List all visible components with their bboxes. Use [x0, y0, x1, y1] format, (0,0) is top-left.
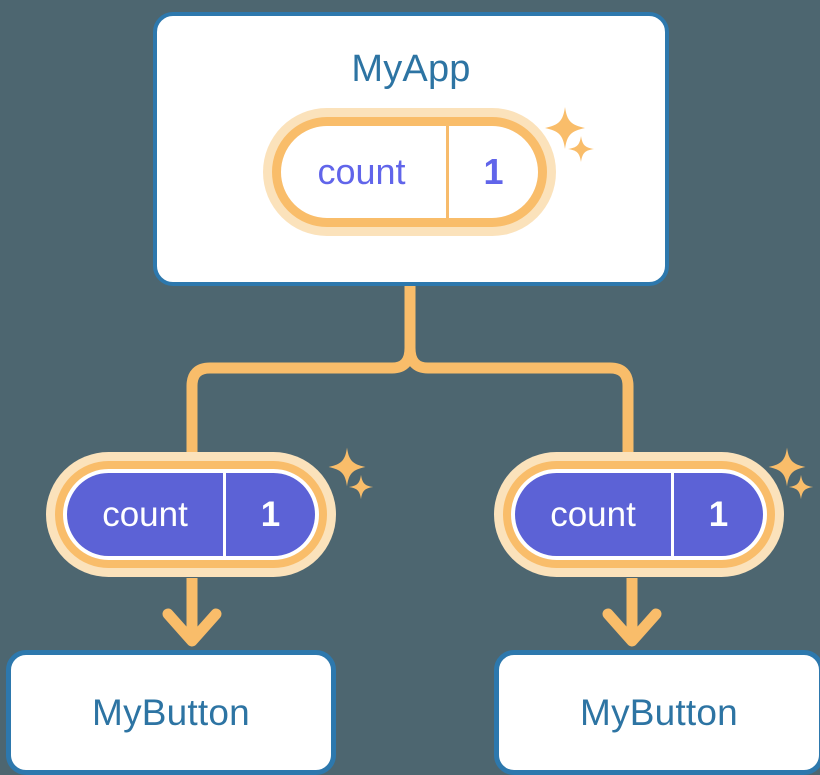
page-title: MyApp [351, 48, 471, 90]
state-key-label: count [550, 495, 636, 534]
state-pill-body: count 1 [67, 473, 315, 556]
state-value-label: 1 [223, 473, 315, 556]
state-value-label: 1 [446, 126, 538, 218]
state-pill-inner: count 1 [503, 461, 775, 568]
state-pill-inner: count 1 [55, 461, 327, 568]
arrow-head-left-icon [162, 608, 222, 647]
arrow-head-right-icon [602, 608, 662, 647]
component-card-mybutton-right[interactable]: MyButton [494, 650, 820, 775]
component-card-mybutton-left[interactable]: MyButton [6, 650, 336, 775]
state-pill-button-left[interactable]: count 1 [46, 452, 336, 577]
sparkle-small-icon [348, 474, 374, 500]
component-label: MyButton [92, 692, 250, 733]
state-value-label: 1 [671, 473, 763, 556]
state-key-label: count [317, 151, 406, 192]
wire-split-branches [186, 342, 634, 458]
sparkle-small-icon [788, 474, 814, 500]
state-key-label: count [102, 495, 188, 534]
component-label: MyButton [580, 692, 738, 733]
state-pill-body: count 1 [515, 473, 763, 556]
state-pill-inner: count 1 [272, 117, 547, 227]
state-pill-button-right[interactable]: count 1 [494, 452, 784, 577]
state-pill-myapp[interactable]: count 1 [263, 108, 556, 236]
sparkle-large-icon [328, 447, 366, 487]
